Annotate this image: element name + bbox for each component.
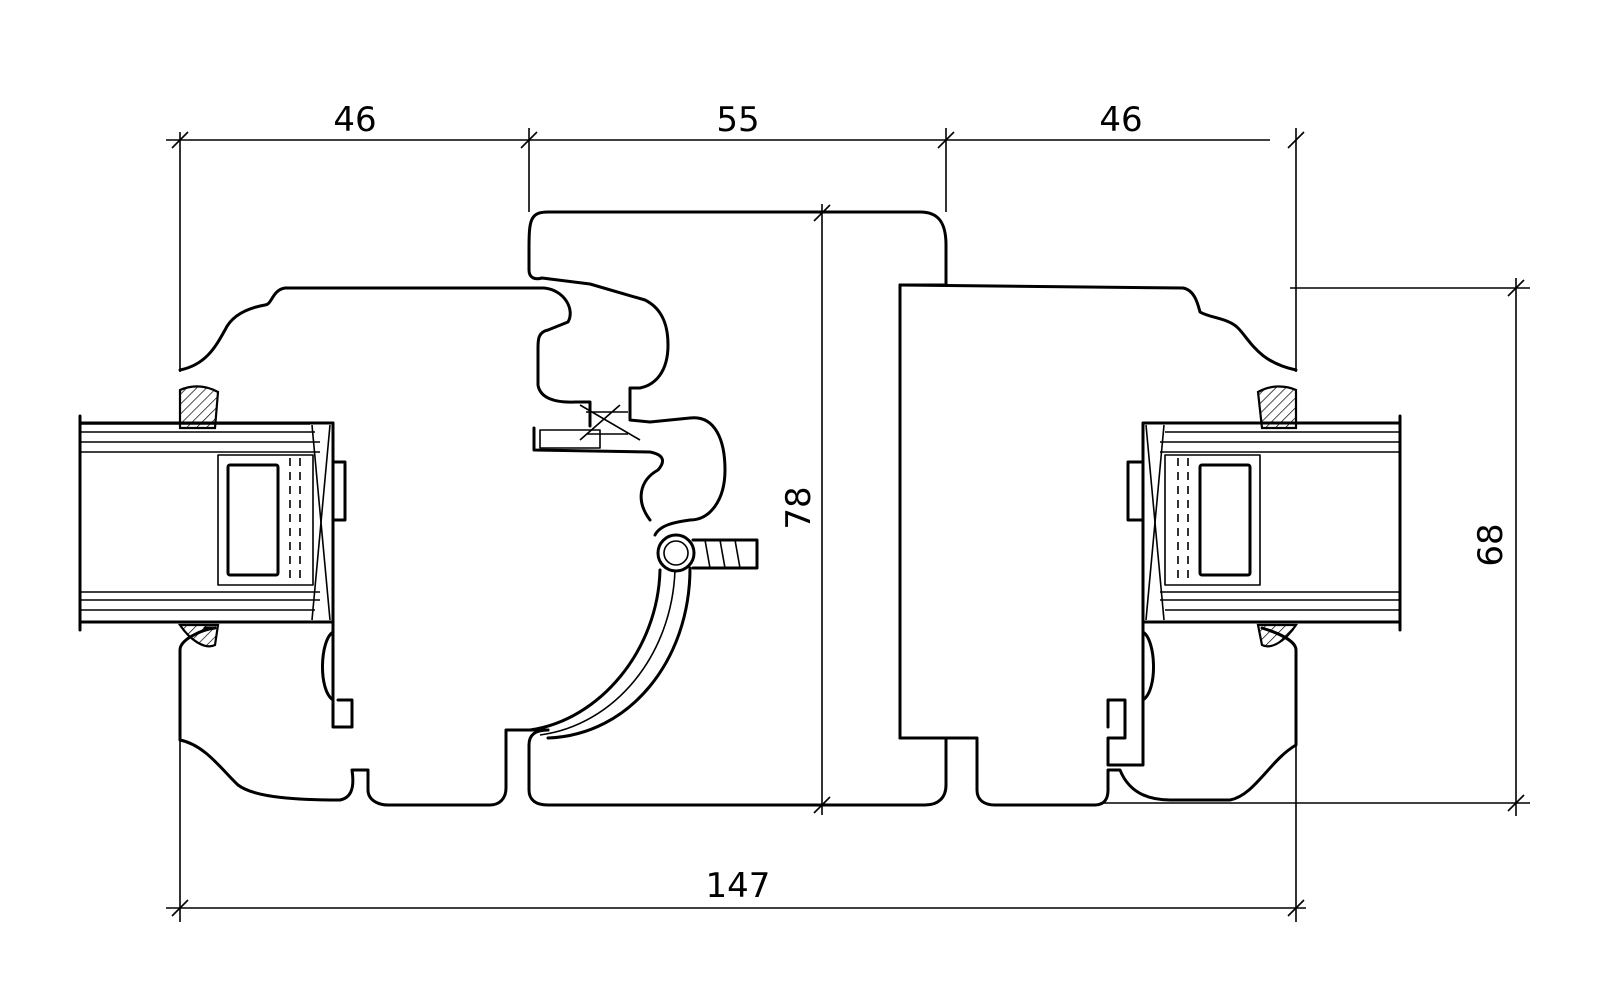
center-sash-profile [527,210,948,807]
round-seal [656,533,696,573]
dimension-top-chain: 46 55 46 [166,100,1305,372]
dimension-label-right-height: 68 [1471,523,1511,566]
dimension-center-height: 78 [779,204,831,815]
dimension-label-top-left: 46 [333,100,376,140]
dimension-label-overall-width: 147 [706,866,771,906]
dimension-bottom-overall: 147 [166,722,1306,922]
right-glass-unit [1141,414,1402,632]
dimension-label-top-middle: 55 [716,100,759,140]
right-bottom-seal [1256,623,1299,648]
dimension-label-top-right: 46 [1099,100,1142,140]
left-bottom-seal [177,623,220,648]
center-gasket [579,404,641,441]
dimension-label-center-height: 78 [779,486,819,529]
left-glass-unit [78,414,335,632]
dimension-right-height: 68 [1100,278,1530,816]
right-sash-profile [898,283,1299,807]
left-sash-profile [177,286,592,807]
